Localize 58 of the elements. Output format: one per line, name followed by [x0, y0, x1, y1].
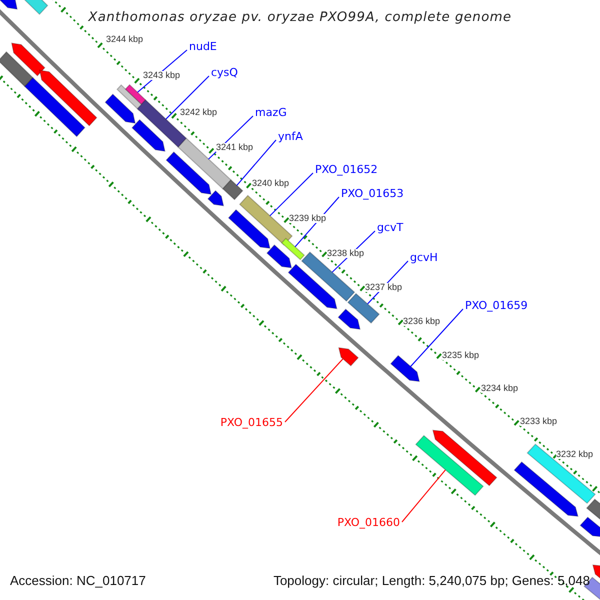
leader-line: [236, 140, 276, 186]
scale-label: 3233 kbp: [520, 417, 558, 426]
gene-label: PXO_01653: [341, 188, 404, 199]
scale-label: 3239 kbp: [289, 214, 326, 223]
scale-label: 3235 kbp: [442, 351, 480, 360]
scale-label: 3240 kbp: [252, 179, 290, 188]
info-text: Topology: circular; Length: 5,240,075 bp; Genes: 5,048: [273, 574, 590, 587]
gene-feature: [338, 308, 361, 330]
scale-label: 3238 kbp: [327, 249, 364, 258]
scale-label: 3232 kbp: [556, 450, 594, 459]
gene-feature: [266, 244, 292, 268]
gene-label: nudE: [189, 41, 217, 52]
gene-feature: [166, 151, 212, 195]
gene-label: PXO_01652: [315, 164, 378, 175]
gene-feature: [281, 238, 305, 260]
gene-feature: [580, 516, 600, 538]
scale-label: 3244 kbp: [106, 35, 144, 44]
gene-feature: [347, 292, 380, 324]
scale-label: 3237 kbp: [365, 283, 402, 292]
gene-feature: [222, 179, 244, 200]
gene-feature: [0, 51, 34, 88]
gene-feature: [0, 0, 18, 10]
gene-feature: [124, 84, 146, 106]
gene-label: PXO_01655: [220, 417, 283, 428]
gene-feature: [526, 444, 596, 504]
scale-label: 3241 kbp: [216, 143, 254, 152]
gene-label: gcvH: [410, 252, 438, 263]
info-text: Accession: NC_010717: [10, 574, 146, 587]
scale-label: 3243 kbp: [143, 71, 180, 80]
gene-label: gcvT: [377, 222, 404, 233]
gene-feature: [514, 461, 579, 517]
gene-feature: [288, 264, 338, 310]
title: Xanthomonas oryzae pv. oryzae PXO99A, complete genome: [88, 11, 512, 24]
leader-line: [269, 172, 314, 216]
leader-line: [402, 469, 446, 522]
gene-label: PXO_01659: [465, 300, 528, 311]
leader-line: [284, 358, 344, 422]
gene-feature: [228, 209, 271, 249]
gene-label: cysQ: [211, 67, 238, 78]
gene-feature: [39, 70, 98, 126]
leader-line: [165, 76, 210, 120]
scale-label: 3234 kbp: [481, 384, 518, 393]
gene-feature: [390, 354, 420, 382]
scale-label: 3242 kbp: [180, 108, 218, 117]
gene-feature: [592, 564, 600, 582]
gene-feature: [131, 118, 166, 152]
gene-feature: [24, 76, 86, 138]
gene-feature: [338, 347, 359, 366]
gene-label: ynfA: [278, 131, 303, 142]
scale-label: 3236 kbp: [403, 317, 440, 326]
gene-feature: [415, 434, 484, 496]
gene-label: PXO_01660: [337, 517, 400, 528]
leader-line: [410, 308, 464, 367]
gene-feature: [22, 0, 48, 16]
gene-label: mazG: [255, 107, 287, 118]
gene-feature: [432, 430, 498, 486]
gene-feature: [104, 93, 136, 124]
gene-feature: [11, 42, 46, 77]
